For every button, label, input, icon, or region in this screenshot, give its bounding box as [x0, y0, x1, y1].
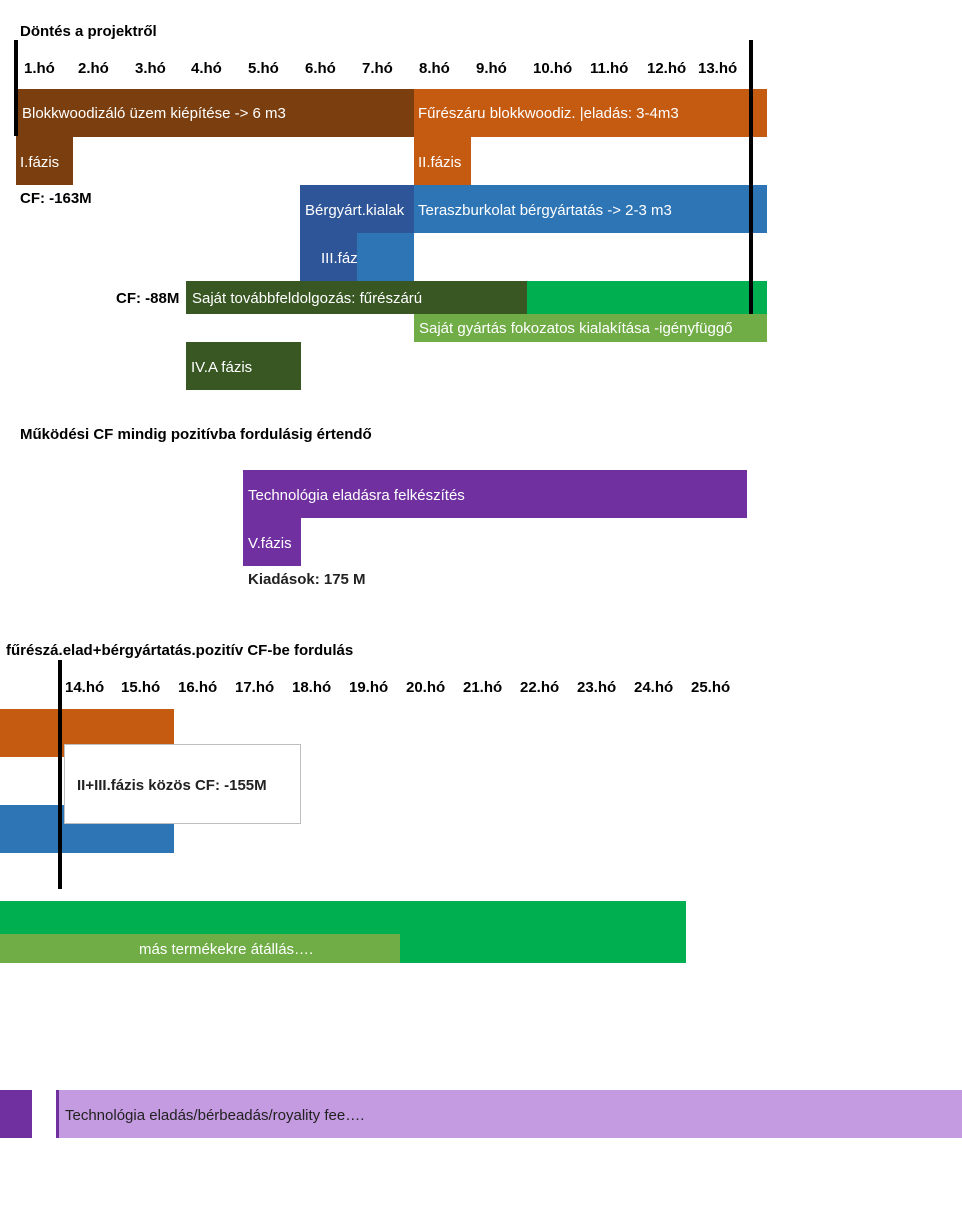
start-marker-line: [14, 40, 18, 136]
bar-sajat-green: [527, 281, 767, 314]
cf-note: Működési CF mindig pozitívba fordulásig …: [20, 426, 372, 443]
month-label: 14.hó: [65, 679, 105, 696]
month-label: 22.hó: [520, 679, 560, 696]
bar-fureszaru: Fűrészáru blokkwoodiz. |eladás: 3-4m3: [414, 89, 767, 137]
bar-bergyart-kialak: Bérgyárt.kialak: [300, 185, 414, 233]
month-label: 13.hó: [698, 60, 738, 77]
bar-label: Blokkwoodizáló üzem kiépítése -> 6 m3: [22, 105, 286, 122]
decision-title: Döntés a projektről: [20, 23, 157, 40]
month-label: 12.hó: [647, 60, 687, 77]
bar-mas-termekekre: más termékekre átállás….: [0, 934, 400, 963]
bar-label: más termékekre átállás….: [139, 941, 314, 958]
month-label: 25.hó: [691, 679, 731, 696]
bar-label: Bérgyárt.kialak: [305, 202, 405, 219]
phase-1-tab: I.fázis: [16, 137, 73, 185]
month-13-marker-line: [749, 40, 753, 314]
phase-4a-tab: IV.A fázis: [186, 342, 301, 390]
bar-label: Technológia eladás/bérbeadás/royality fe…: [65, 1107, 365, 1124]
cf-phase-4: CF: -88M: [116, 290, 180, 307]
phase-label: II.fázis: [418, 154, 462, 171]
month-label: 18.hó: [292, 679, 332, 696]
bar-label: Saját gyártás fokozatos kialakítása -igé…: [419, 320, 733, 337]
bar-label: Teraszburkolat bérgyártatás -> 2-3 m3: [418, 202, 672, 219]
month-label: 7.hó: [362, 60, 393, 77]
phase-2-tab: II.fázis: [414, 137, 471, 185]
month-label: 6.hó: [305, 60, 336, 77]
bar-technologia-eladas: Technológia eladás/bérbeadás/royality fe…: [56, 1090, 962, 1138]
month-label: 11.hó: [590, 60, 629, 77]
month-label: 17.hó: [235, 679, 275, 696]
month-label: 23.hó: [577, 679, 617, 696]
month-label: 1.hó: [24, 60, 55, 77]
month-label: 9.hó: [476, 60, 507, 77]
positive-cf-marker-line: [58, 660, 62, 889]
phase-3-tab-extension: [357, 233, 414, 281]
month-label: 2.hó: [78, 60, 109, 77]
phase-label: I.fázis: [20, 154, 60, 171]
phase-label: V.fázis: [248, 535, 292, 552]
month-label: 5.hó: [248, 60, 279, 77]
month-label: 19.hó: [349, 679, 389, 696]
month-label: 21.hó: [463, 679, 503, 696]
bar-sajat-tovabbfeldolgozas: Saját továbbfeldolgozás: fűrészárú: [186, 281, 527, 314]
month-label: 3.hó: [135, 60, 166, 77]
phase-label: III.fázis: [321, 250, 357, 267]
month-label: 8.hó: [419, 60, 450, 77]
month-label: 10.hó: [533, 60, 573, 77]
month-label: 24.hó: [634, 679, 674, 696]
kiadasok-label: Kiadások: 175 M: [248, 571, 366, 588]
phase-2-3-cf-callout: II+III.fázis közös CF: -155M: [64, 744, 301, 824]
month-label: 4.hó: [191, 60, 222, 77]
phase-3-tab: III.fázis: [300, 233, 357, 281]
bar-teraszburkolat: Teraszburkolat bérgyártatás -> 2-3 m3: [414, 185, 767, 233]
bar-label: Fűrészáru blokkwoodiz. |eladás: 3-4m3: [418, 105, 679, 122]
bar-technologia-felkeszites: Technológia eladásra felkészítés: [243, 470, 747, 518]
cf-phase-1: CF: -163M: [20, 190, 92, 207]
bar-purple-stub: [0, 1090, 32, 1138]
bar-sajat-gyartas: Saját gyártás fokozatos kialakítása -igé…: [414, 314, 767, 342]
bar-label: Technológia eladásra felkészítés: [248, 487, 465, 504]
callout-label: II+III.fázis közös CF: -155M: [77, 777, 267, 794]
bar-blokkwoodizalo: Blokkwoodizáló üzem kiépítése -> 6 m3: [16, 89, 414, 137]
month-label: 20.hó: [406, 679, 446, 696]
phase-5-tab: V.fázis: [243, 518, 301, 566]
bar-label: Saját továbbfeldolgozás: fűrészárú: [192, 290, 423, 307]
month-label: 16.hó: [178, 679, 218, 696]
phase-label: IV.A fázis: [191, 359, 253, 376]
month-label: 15.hó: [121, 679, 161, 696]
section-2-title: fűrészá.elad+bérgyártatás.pozitív CF-be …: [6, 642, 354, 659]
